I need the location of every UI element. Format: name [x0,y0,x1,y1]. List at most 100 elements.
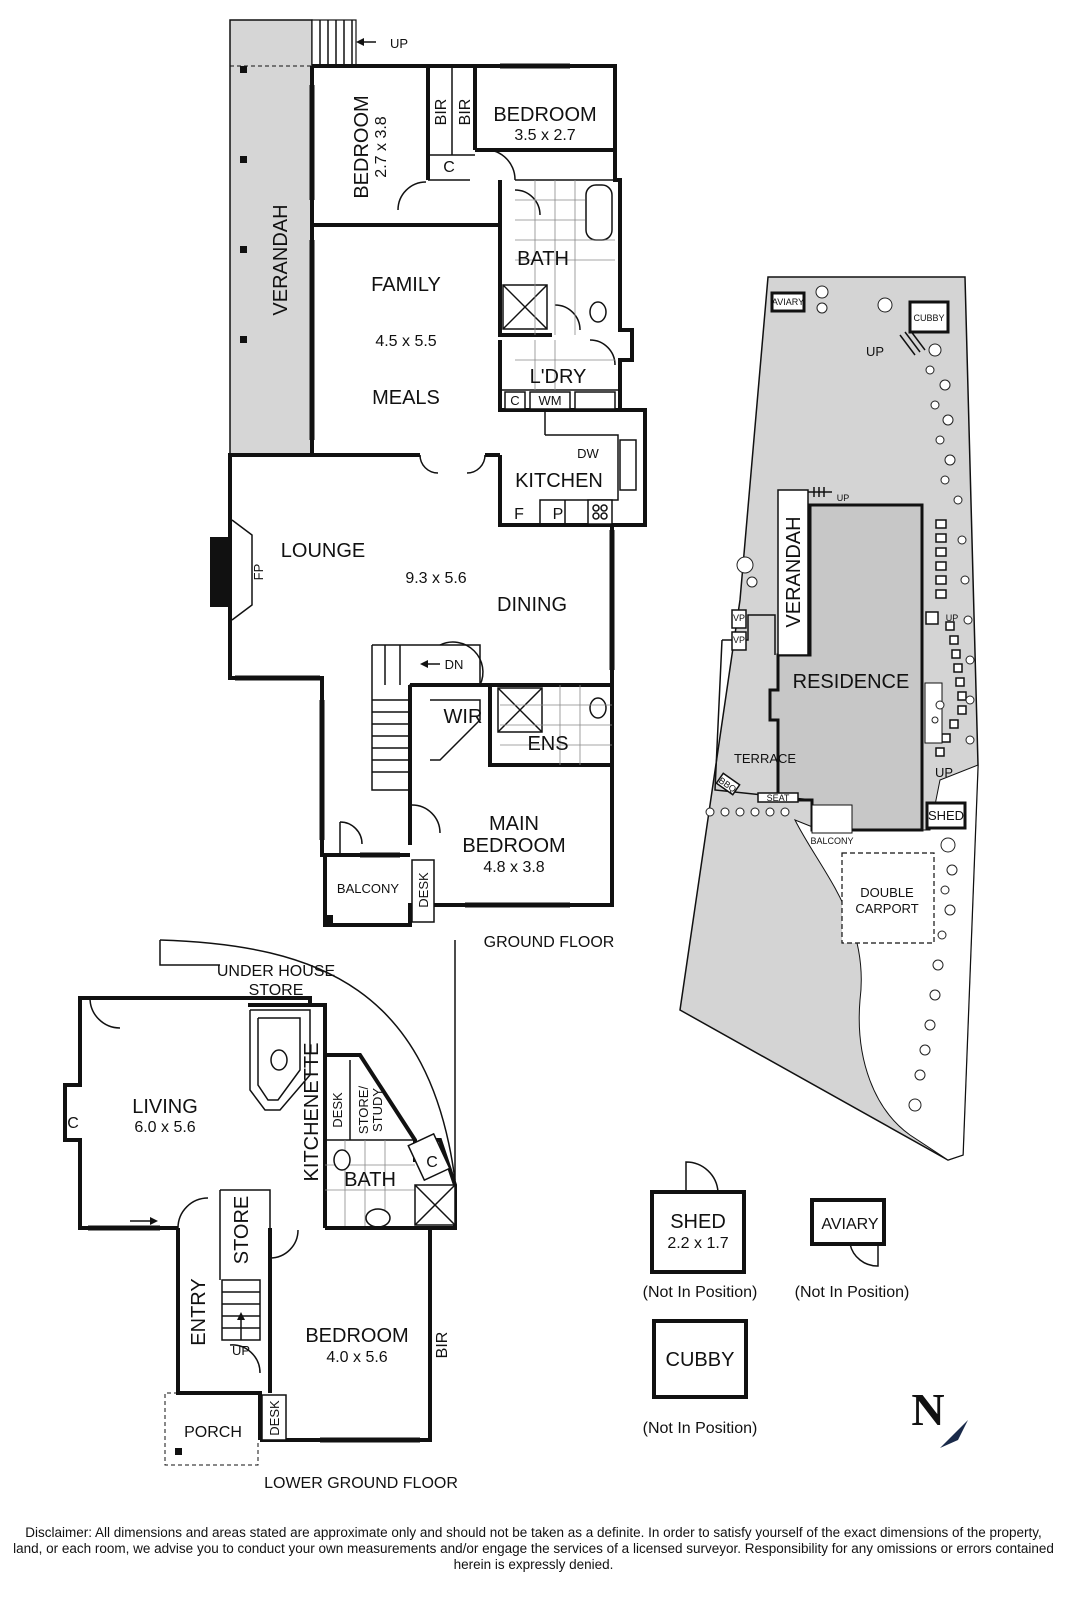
lg-up-label: UP [232,1343,250,1358]
store-study-2: STUDY [370,1088,385,1132]
site-up-verandah: UP [837,493,850,503]
fireplace-label: FP [251,564,266,581]
outbuildings [650,1161,886,1399]
shed-label: SHED [670,1211,726,1233]
family-label: FAMILY [371,274,441,296]
post [240,66,247,73]
aviary-note: (Not In Position) [795,1284,910,1301]
vp-1-label: VP [733,613,745,623]
vp-2-label: VP [733,635,745,645]
lg-desk-label: DESK [330,1092,345,1128]
bir-2-label: BIR [457,99,474,126]
store-label: STORE [231,1196,253,1265]
meals-label: MEALS [372,387,440,409]
main-bedroom-label-2: BEDROOM [462,835,565,857]
bedroom-left-label: BEDROOM [351,95,373,198]
porch-label: PORCH [184,1424,242,1441]
site-balcony-label: BALCONY [810,836,853,846]
lower-ground-floor-plan [63,939,457,1466]
side-path [924,519,967,757]
store-study-1: STORE/ [356,1086,371,1135]
family-size: 4.5 x 5.5 [375,333,436,350]
lg-desk-2-label: DESK [267,1400,282,1436]
living-cupboard-label: C [67,1115,79,1132]
kitchen-label: KITCHEN [515,470,603,492]
lower-ground-caption: LOWER GROUND FLOOR [264,1475,458,1492]
fridge-label: F [514,506,524,523]
lounge-label: LOUNGE [281,540,365,562]
laundry-cupboard-label: C [510,393,519,408]
site-up-side: UP [946,613,959,623]
site-plan-labels: AVIARY CUBBY UP UP VERANDAH VP VP UP RES… [717,297,964,916]
balcony-label: BALCONY [337,881,399,896]
terrace-label: TERRACE [734,751,796,766]
residence-label: RESIDENCE [793,671,910,693]
bedroom-right-size: 3.5 x 2.7 [514,127,575,144]
verandah-deck [229,19,313,456]
post [240,246,247,253]
cubby-label: CUBBY [666,1349,735,1371]
lounge-size: 9.3 x 5.6 [405,570,466,587]
ground-floor-caption: GROUND FLOOR [484,934,615,951]
living-size: 6.0 x 5.6 [134,1119,195,1136]
carport-label-2: CARPORT [855,901,918,916]
laundry-label: L'DRY [530,366,587,388]
kitchenette-label: KITCHENETTE [301,1043,323,1182]
dishwasher-label: DW [577,446,599,461]
seat-label: SEAT [767,793,790,803]
shed-note: (Not In Position) [643,1284,758,1301]
up-label: UP [390,36,408,51]
lower-ground-floor-labels: UNDER HOUSE STORE LIVING 6.0 x 5.6 C KIT… [67,963,458,1492]
bath-tiles [500,180,615,765]
north-letter: N [911,1384,944,1435]
bath-label: BATH [517,248,569,270]
lg-bedroom-label: BEDROOM [305,1325,408,1347]
disclaimer-text: Disclaimer: All dimensions and areas sta… [13,1525,1054,1572]
main-bedroom-label-1: MAIN [489,813,539,835]
lg-bir-label: BIR [434,1332,451,1359]
ground-floor-plan [210,19,647,927]
desk-label: DESK [416,872,431,908]
cubby-note: (Not In Position) [643,1420,758,1437]
site-plan [679,276,979,1161]
main-bedroom-size: 4.8 x 3.8 [483,859,544,876]
entry-stairs [221,1279,261,1341]
bedroom-left-size: 2.7 x 3.8 [373,116,390,177]
north-arrow-icon [940,1420,968,1448]
site-verandah-label: VERANDAH [783,516,805,627]
bir-1-label: BIR [433,99,450,126]
lg-bath-label: BATH [344,1169,396,1191]
pantry-label: P [553,506,564,523]
entry-label: ENTRY [188,1278,210,1345]
dining-label: DINING [497,594,567,616]
cupboard-label: C [443,159,455,176]
wir-label: WIR [444,706,483,728]
site-shed-label: SHED [928,808,964,823]
living-label: LIVING [132,1096,198,1118]
ens-label: ENS [527,733,568,755]
ground-floor-labels: UP VERANDAH BEDROOM 2.7 x 3.8 BIR BIR C … [251,36,614,951]
aviary-label: AVIARY [821,1216,879,1233]
lg-bath-cupboard-label: C [426,1154,438,1171]
outbuilding-labels: SHED 2.2 x 1.7 (Not In Position) AVIARY … [643,1211,910,1437]
shed-size: 2.2 x 1.7 [667,1235,728,1252]
site-cubby-label: CUBBY [913,313,944,323]
verandah-label: VERANDAH [270,204,292,315]
site-aviary-label: AVIARY [772,297,804,307]
down-label: DN [445,657,464,672]
site-up-bottom: UP [935,765,953,780]
site-trees [705,285,975,1112]
lg-bedroom-size: 4.0 x 5.6 [326,1349,387,1366]
washing-machine-label: WM [538,393,561,408]
post [240,156,247,163]
under-house-store-1: UNDER HOUSE [217,963,335,980]
carport-label-1: DOUBLE [860,885,914,900]
under-house-store-2: STORE [249,982,304,999]
fireplace-block [210,537,232,607]
post [240,336,247,343]
site-up-top: UP [866,344,884,359]
verandah-stairs [311,19,376,67]
north-arrow: N [911,1384,968,1448]
bedroom-right-label: BEDROOM [493,104,596,126]
